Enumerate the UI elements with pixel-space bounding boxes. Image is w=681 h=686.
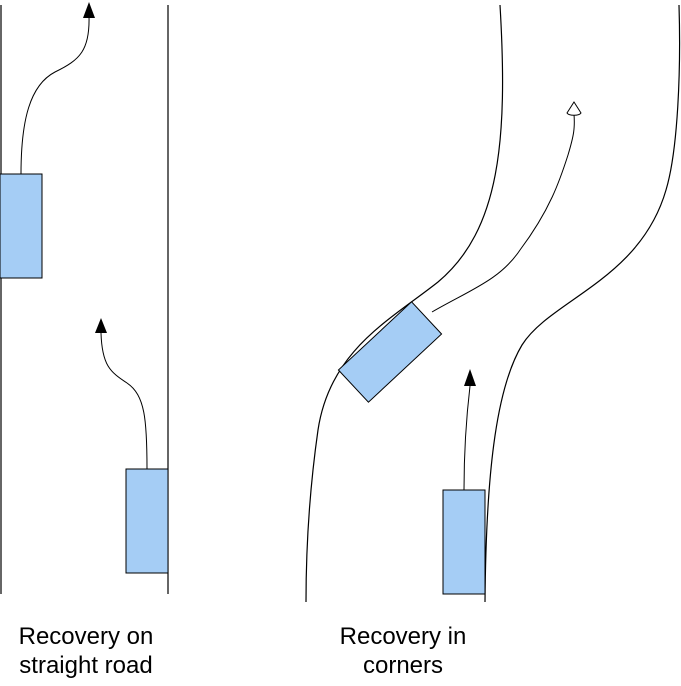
car-corner-bottom: [442, 489, 486, 595]
arrowhead-upper: [83, 2, 95, 18]
car-upper-left: [0, 173, 43, 279]
recovery-path-upper: [20, 15, 90, 175]
caption-corner-line-1: Recovery in: [339, 623, 467, 650]
arrowhead-corner-bottom: [464, 369, 476, 386]
recovery-path-corner-bottom: [463, 385, 471, 491]
corner-road-left-edge: [305, 4, 504, 603]
car-lower-right: [125, 468, 169, 574]
straight-road-panel: [0, 2, 169, 594]
caption-straight-line-1: Recovery on: [18, 623, 154, 650]
caption-straight-line-2: straight road: [19, 652, 153, 679]
car-in-corner: [337, 301, 443, 403]
caption-corner-line-2: corners: [362, 652, 444, 679]
arrowhead-lower: [95, 318, 107, 333]
arrowhead-corner-open: [566, 101, 582, 116]
recovery-path-corner: [431, 113, 575, 313]
corner-road-panel: [305, 4, 681, 603]
corner-road-right-edge: [484, 4, 681, 603]
caption-corners: Recovery in corners: [318, 622, 488, 680]
caption-straight-road: Recovery on straight road: [0, 622, 172, 680]
recovery-path-lower: [100, 332, 148, 470]
